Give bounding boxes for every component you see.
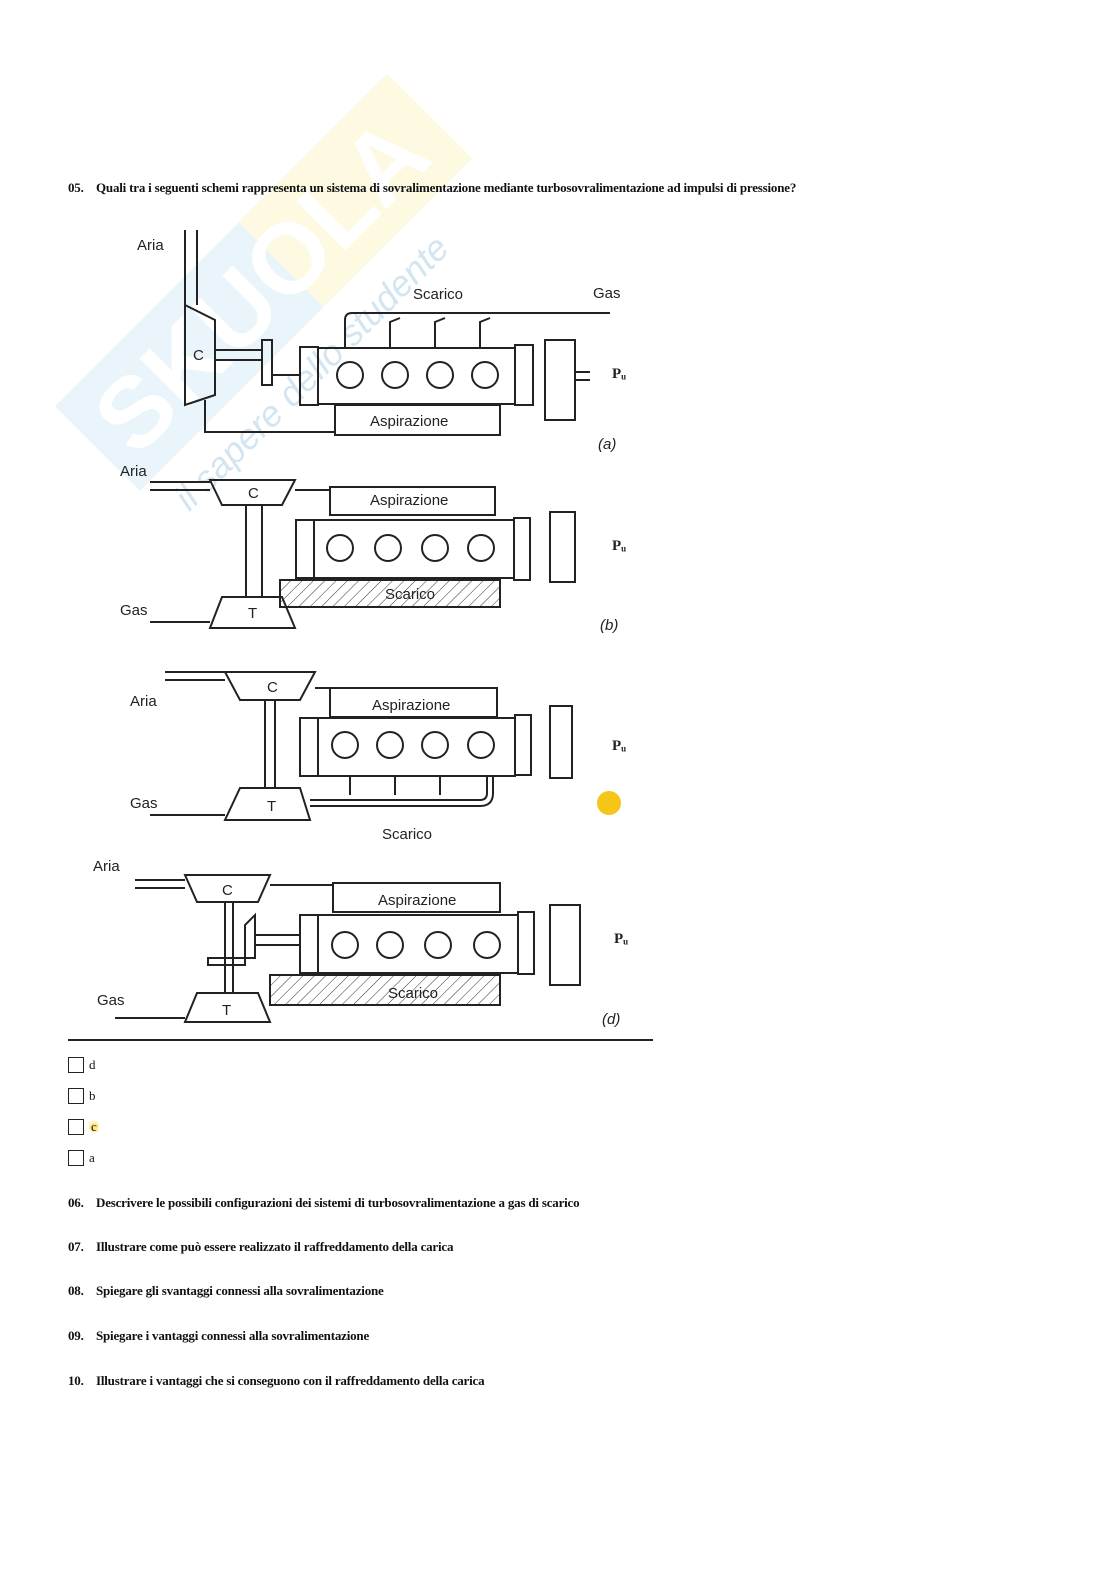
option-a[interactable]: a	[68, 1150, 95, 1166]
question-number: 05.	[68, 180, 84, 195]
question-number: 09.	[68, 1328, 84, 1343]
svg-text:Pᵤ: Pᵤ	[612, 538, 626, 554]
question-08: 08. Spiegare gli svantaggi connessi alla …	[68, 1283, 384, 1299]
question-number: 06.	[68, 1195, 84, 1210]
svg-text:C: C	[267, 679, 278, 696]
svg-text:Aspirazione: Aspirazione	[372, 697, 450, 714]
svg-text:Pᵤ: Pᵤ	[614, 931, 628, 947]
svg-text:Pᵤ: Pᵤ	[612, 366, 626, 382]
scheme-b: Aria C T Aspirazione Scarico Gas Pᵤ (b)	[120, 463, 626, 634]
question-text: Illustrare come può essere realizzato il…	[96, 1239, 454, 1254]
turbocharging-schemes-figure: SKUOLA il sapere dello studente Aria C S…	[54, 73, 628, 1028]
svg-text:Gas: Gas	[130, 795, 158, 812]
svg-text:T: T	[267, 798, 276, 815]
svg-text:Aspirazione: Aspirazione	[378, 892, 456, 909]
checkbox[interactable]	[68, 1119, 84, 1135]
svg-text:(a): (a)	[598, 436, 616, 453]
svg-text:Scarico: Scarico	[385, 586, 435, 603]
svg-text:Scarico: Scarico	[388, 985, 438, 1002]
svg-text:C: C	[222, 882, 233, 899]
svg-text:Gas: Gas	[593, 285, 621, 302]
svg-text:Aria: Aria	[137, 237, 164, 254]
svg-text:Pᵤ: Pᵤ	[612, 738, 626, 754]
question-text: Spiegare gli svantaggi connessi alla sov…	[96, 1283, 384, 1298]
option-b[interactable]: b	[68, 1088, 96, 1104]
question-05: 05. Quali tra i seguenti schemi rappresen…	[68, 180, 796, 196]
question-text: Illustrare i vantaggi che si conseguono …	[96, 1373, 485, 1388]
svg-text:C: C	[248, 485, 259, 502]
option-label: c	[89, 1119, 99, 1135]
svg-text:C: C	[193, 347, 204, 364]
question-06: 06. Descrivere le possibili configurazion…	[68, 1195, 580, 1211]
question-number: 08.	[68, 1283, 84, 1298]
option-c[interactable]: c	[68, 1119, 99, 1135]
svg-text:Gas: Gas	[120, 602, 148, 619]
option-label: b	[89, 1088, 96, 1103]
svg-text:Aspirazione: Aspirazione	[370, 413, 448, 430]
highlight-dot	[597, 791, 621, 815]
option-label: d	[89, 1057, 96, 1072]
checkbox[interactable]	[68, 1150, 84, 1166]
question-number: 10.	[68, 1373, 84, 1388]
svg-text:Aria: Aria	[93, 858, 120, 875]
scheme-d: Aria C T Aspirazione Scarico Gas Pᵤ (d)	[93, 858, 628, 1028]
divider	[68, 1039, 653, 1041]
question-text: Quali tra i seguenti schemi rappresenta …	[96, 180, 797, 195]
svg-text:Scarico: Scarico	[382, 826, 432, 843]
question-text: Spiegare i vantaggi connessi alla sovral…	[96, 1328, 370, 1343]
option-label: a	[89, 1150, 95, 1165]
question-text: Descrivere le possibili configurazioni d…	[96, 1195, 580, 1210]
svg-text:(b): (b)	[600, 617, 618, 634]
svg-text:Aria: Aria	[130, 693, 157, 710]
question-10: 10. Illustrare i vantaggi che si conseguo…	[68, 1373, 485, 1389]
question-09: 09. Spiegare i vantaggi connessi alla sov…	[68, 1328, 369, 1344]
svg-text:T: T	[222, 1002, 231, 1019]
option-d[interactable]: d	[68, 1057, 96, 1073]
question-number: 07.	[68, 1239, 84, 1254]
scheme-a: Aria C Scarico Gas Aspirazione Pᵤ (a)	[137, 230, 626, 453]
svg-text:Scarico: Scarico	[413, 286, 463, 303]
svg-text:Aria: Aria	[120, 463, 147, 480]
scheme-c: Aria C T Aspirazione Scarico Gas Pᵤ	[130, 671, 626, 843]
svg-text:T: T	[248, 605, 257, 622]
checkbox[interactable]	[68, 1057, 84, 1073]
svg-text:Aspirazione: Aspirazione	[370, 492, 448, 509]
svg-text:(d): (d)	[602, 1011, 620, 1028]
question-07: 07. Illustrare come può essere realizzato…	[68, 1239, 453, 1255]
checkbox[interactable]	[68, 1088, 84, 1104]
svg-text:Gas: Gas	[97, 992, 125, 1009]
